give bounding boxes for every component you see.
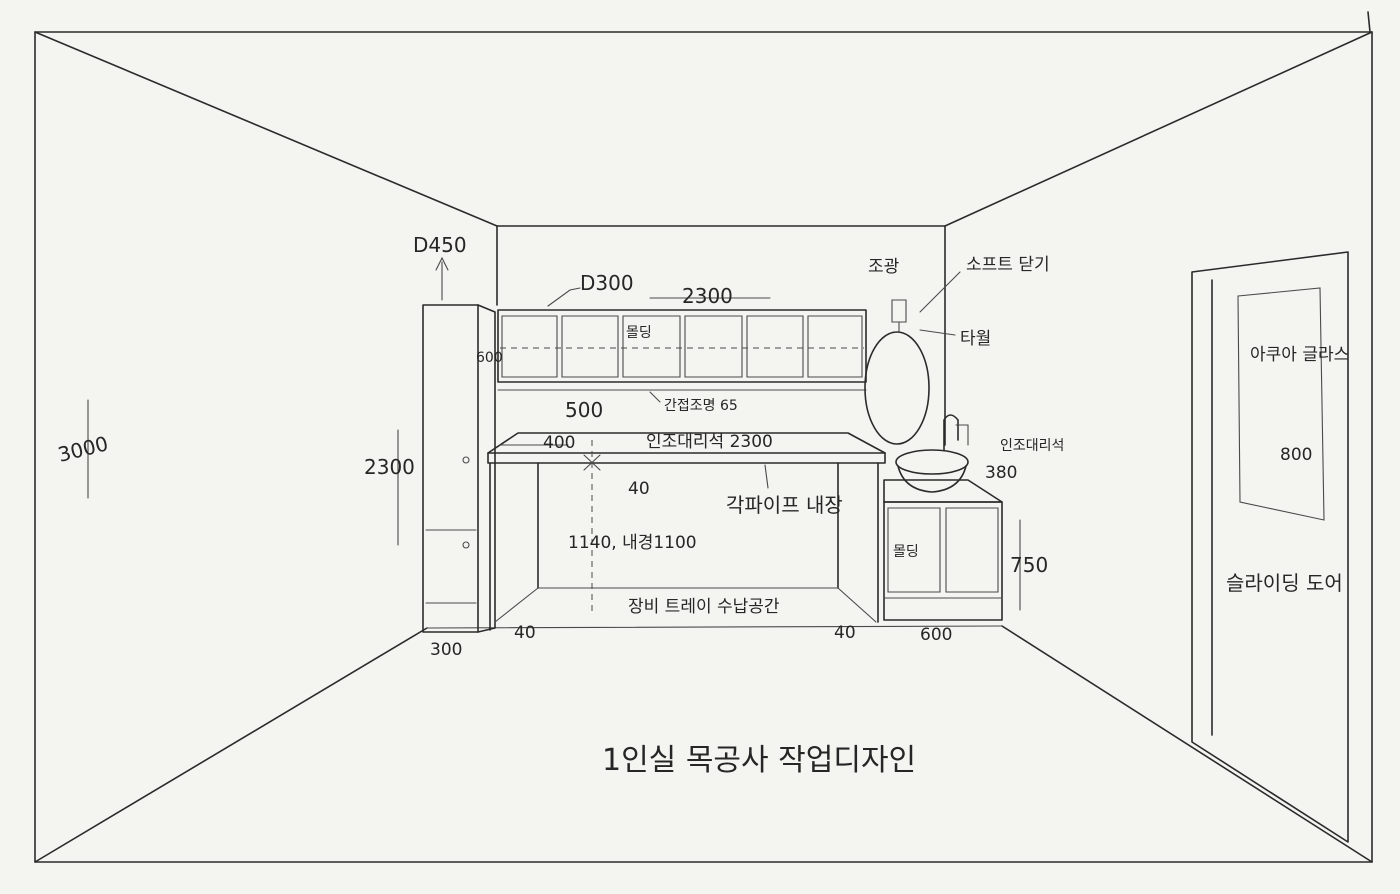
label-vanity-width: 600 — [920, 625, 952, 645]
sketch-title: 1인실 목공사 작업디자인 — [602, 743, 916, 778]
label-mulding: 몰딩 — [626, 325, 652, 341]
sliding-door — [1191, 251, 1349, 843]
label-tall-cabinet-height: 2300 — [364, 455, 415, 479]
label-upper-cabinet-depth: D300 — [580, 271, 634, 295]
label-right-leg: 40 — [834, 623, 856, 643]
label-indirect-light: 간접조명 65 — [664, 398, 738, 414]
label-left-leg: 40 — [514, 623, 536, 643]
label-vanity-top: 인조대리석 — [1000, 438, 1064, 454]
label-vanity-height: 750 — [1010, 553, 1048, 577]
room-outline — [34, 11, 1373, 863]
label-tall-cabinet-width: 300 — [430, 640, 462, 660]
label-room-height: 3000 — [55, 431, 110, 467]
label-soft-close: 소프트 닫기 — [966, 255, 1050, 275]
label-door-glass: 아쿠아 글라스 — [1250, 345, 1349, 365]
label-square-pipe: 각파이프 내장 — [726, 493, 843, 517]
label-upper-cabinet-height: 600 — [476, 350, 503, 366]
upper-cabinets — [497, 309, 867, 391]
label-faucet: 조광 — [868, 257, 899, 277]
label-counter-top: 인조대리석 2300 — [646, 432, 773, 452]
back-floor-line — [426, 625, 1003, 629]
label-gap-above-counter: 500 — [565, 398, 603, 422]
label-counter-height: 1140, 내경1100 — [568, 533, 697, 553]
vanity-cabinet — [883, 414, 1003, 621]
label-door-glass-width: 800 — [1280, 445, 1312, 465]
label-towel: 타월 — [960, 329, 991, 349]
dimension-lines — [87, 256, 1021, 611]
label-counter-edge: 40 — [628, 479, 650, 499]
label-sliding-door: 슬라이딩 도어 — [1226, 571, 1343, 595]
annotations: 3000 D450 D300 2300 600 몰딩 간접조명 65 500 인… — [55, 233, 1349, 778]
label-tray-storage: 장비 트레이 수납공간 — [628, 597, 780, 617]
label-tall-cabinet-depth: D450 — [413, 233, 467, 257]
mirror — [864, 299, 930, 445]
label-upper-cabinet-width: 2300 — [682, 284, 733, 308]
tall-cabinet — [422, 304, 496, 633]
label-counter-depth: 400 — [543, 433, 575, 453]
label-vanity-mulding: 몰딩 — [893, 544, 919, 560]
label-vanity-depth: 380 — [985, 463, 1017, 483]
counter-desk — [487, 432, 886, 631]
